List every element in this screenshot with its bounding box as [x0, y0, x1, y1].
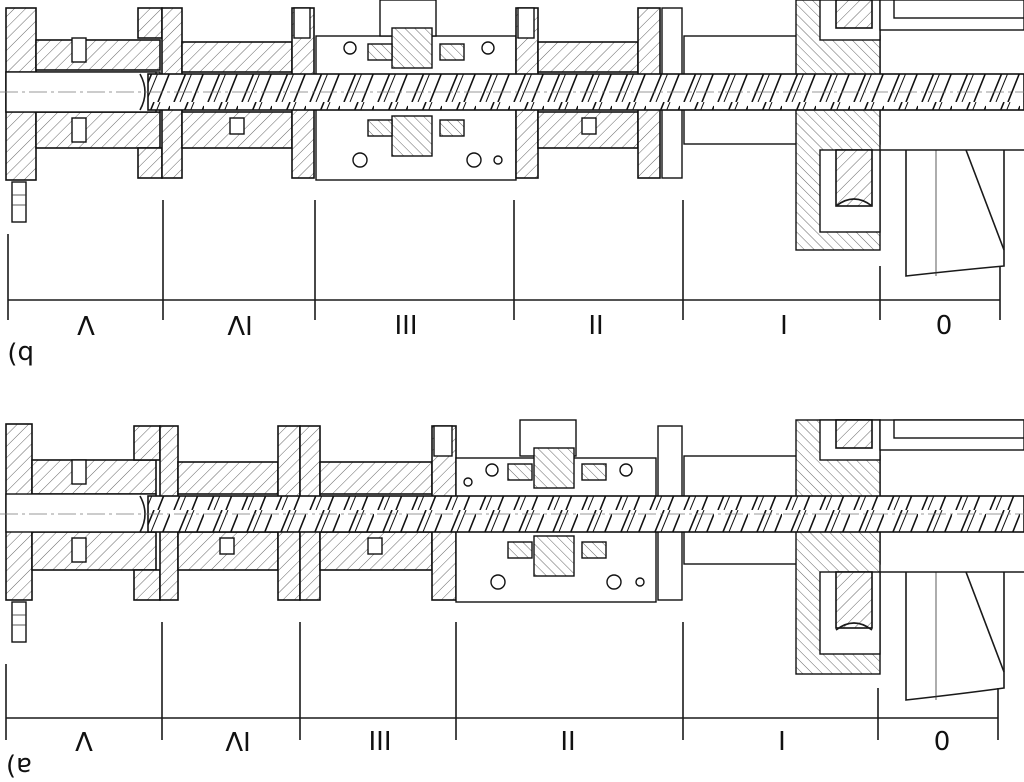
panel-label: a)	[6, 751, 32, 781]
drive-gearbox	[879, 419, 1024, 701]
feed-housing	[683, 419, 881, 675]
zone-label: I	[778, 727, 786, 757]
zone-label: V	[77, 309, 95, 339]
zone-label: III	[368, 727, 391, 757]
extrusion-screw	[0, 495, 1024, 533]
panel-b: V IV III II I 0 b)	[0, 0, 1024, 369]
zone-label: III	[394, 311, 417, 341]
zone-label: IV	[227, 309, 253, 339]
extrusion-screw	[0, 71, 1024, 113]
zone-label: II	[588, 311, 603, 341]
drive-gearbox	[879, 0, 1024, 277]
zone-label: I	[780, 311, 788, 341]
zone-label: II	[560, 727, 575, 757]
zone-dimension-lines	[5, 622, 999, 740]
zone-label: 0	[934, 727, 951, 757]
zone-dimension-lines	[7, 200, 1001, 320]
panel-a: V IV III II I 0 a)	[0, 419, 1024, 781]
barrel-section-v	[5, 423, 161, 643]
zone-labels: V IV III II I 0	[75, 725, 950, 757]
panel-label: b)	[7, 339, 34, 369]
feed-housing	[683, 0, 881, 251]
barrel-section-v	[5, 7, 163, 223]
zone-label: V	[75, 725, 93, 755]
zone-labels: V IV III II I 0	[77, 309, 952, 341]
zone-label: 0	[936, 311, 953, 341]
zone-label: IV	[225, 725, 251, 755]
